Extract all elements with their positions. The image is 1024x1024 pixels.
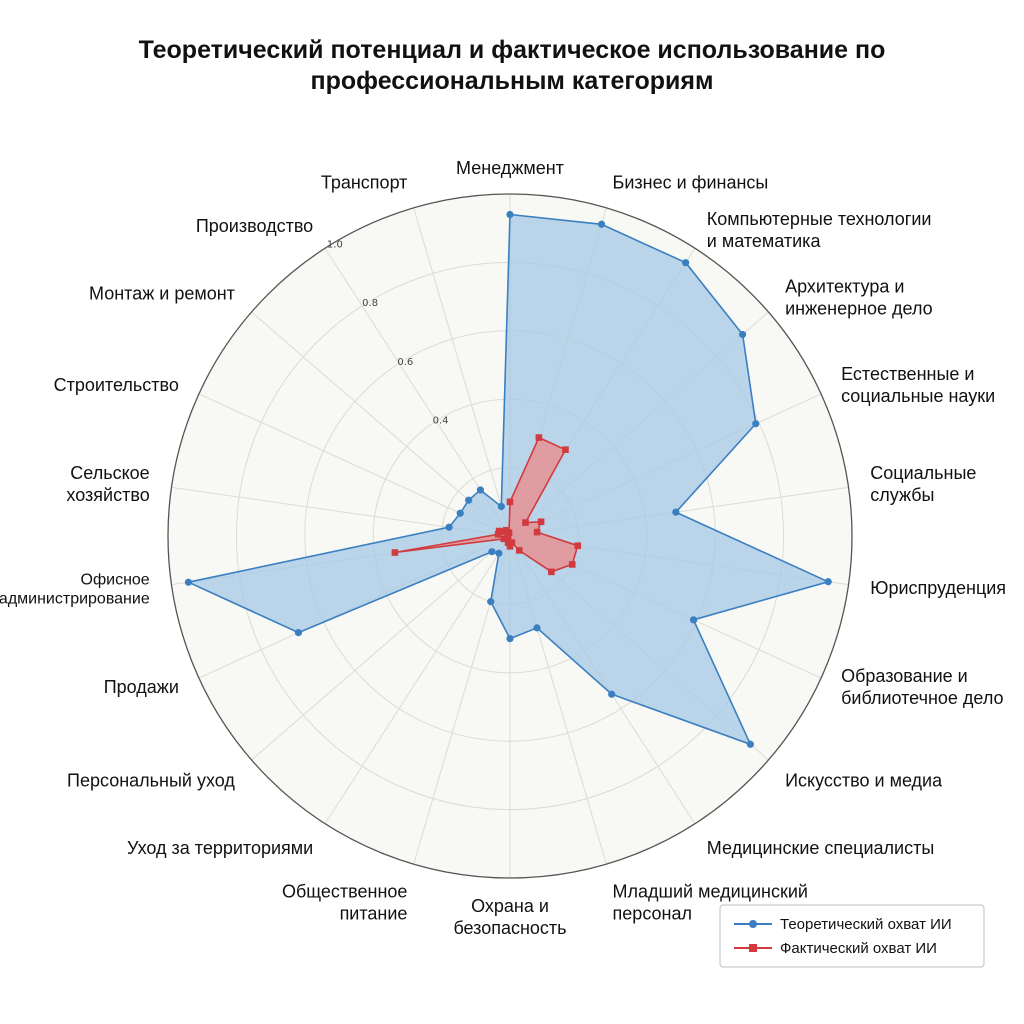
data-point-theoretical <box>533 624 541 632</box>
plot-border <box>167 193 853 879</box>
data-point-actual <box>548 568 555 576</box>
data-point-actual <box>504 539 512 546</box>
legend-marker-actual <box>749 944 757 952</box>
category-label: Транспорт <box>321 173 408 193</box>
data-point-actual <box>500 535 508 543</box>
data-point-theoretical <box>506 210 514 219</box>
data-point-actual <box>506 498 514 506</box>
data-point-theoretical <box>752 420 760 428</box>
radial-tick-label: 1.0 <box>327 240 343 251</box>
chart-title-line-2: профессиональным категориям <box>311 67 714 95</box>
grid-spoke <box>324 535 511 824</box>
data-point-actual <box>515 547 523 554</box>
category-label: Строительство <box>54 375 179 395</box>
category-label: Юриспруденция <box>870 578 1006 598</box>
category-label: Уход за территориями <box>127 838 313 858</box>
data-point-theoretical <box>597 220 606 228</box>
radial-tick-label: 0.4 <box>433 415 449 426</box>
data-point-actual <box>522 519 529 526</box>
data-point-actual <box>568 561 576 568</box>
data-point-actual <box>537 518 545 526</box>
data-point-actual <box>505 529 513 537</box>
category-label: Монтаж и ремонт <box>89 284 235 304</box>
category-label: Менеджмент <box>456 158 564 178</box>
data-point-theoretical <box>495 549 503 557</box>
category-label: Бизнес и финансы <box>613 173 769 193</box>
radial-tick-label: 0.6 <box>397 357 413 368</box>
data-point-theoretical <box>184 578 193 586</box>
data-point-actual <box>504 534 511 542</box>
grid-spoke <box>251 535 511 761</box>
data-point-theoretical <box>294 629 303 637</box>
data-point-actual <box>533 528 541 536</box>
data-point-theoretical <box>672 508 680 516</box>
category-label: Производство <box>196 216 313 236</box>
data-point-actual <box>508 539 516 546</box>
data-point-actual <box>574 542 582 550</box>
data-point-theoretical <box>476 486 485 494</box>
grid-spoke <box>413 207 511 537</box>
data-point-actual <box>495 527 503 535</box>
data-point-actual <box>506 542 514 550</box>
category-label: Персональный уход <box>67 770 235 790</box>
legend-marker-theoretical <box>749 920 757 928</box>
category-label: Медицинские специалисты <box>707 838 935 858</box>
data-point-theoretical <box>487 598 495 606</box>
data-point-theoretical <box>746 740 754 748</box>
data-point-actual <box>562 446 569 453</box>
legend: Теоретический охват ИИ Фактический охват… <box>719 904 985 968</box>
data-point-theoretical <box>506 635 514 643</box>
legend-box <box>719 904 985 968</box>
data-point-theoretical <box>488 548 496 556</box>
data-point-theoretical <box>445 523 453 531</box>
category-label: Продажи <box>104 677 179 697</box>
category-label: Искусство и медиа <box>785 770 943 790</box>
data-point-theoretical <box>456 509 464 517</box>
data-point-theoretical <box>682 259 690 267</box>
data-point-theoretical <box>824 578 832 586</box>
data-point-theoretical <box>739 330 747 339</box>
data-point-theoretical <box>608 690 616 698</box>
legend-label-theoretical: Теоретический охват ИИ <box>780 916 952 933</box>
legend-label-actual: Фактический охват ИИ <box>780 940 937 957</box>
data-point-theoretical <box>497 502 505 511</box>
chart-title-line-1: Теоретический потенциал и фактическое ис… <box>139 36 886 64</box>
data-point-theoretical <box>689 616 698 624</box>
data-point-actual <box>391 549 399 556</box>
data-point-theoretical <box>465 496 473 504</box>
data-point-actual <box>535 434 543 441</box>
radial-tick-label: 0.8 <box>362 298 378 309</box>
